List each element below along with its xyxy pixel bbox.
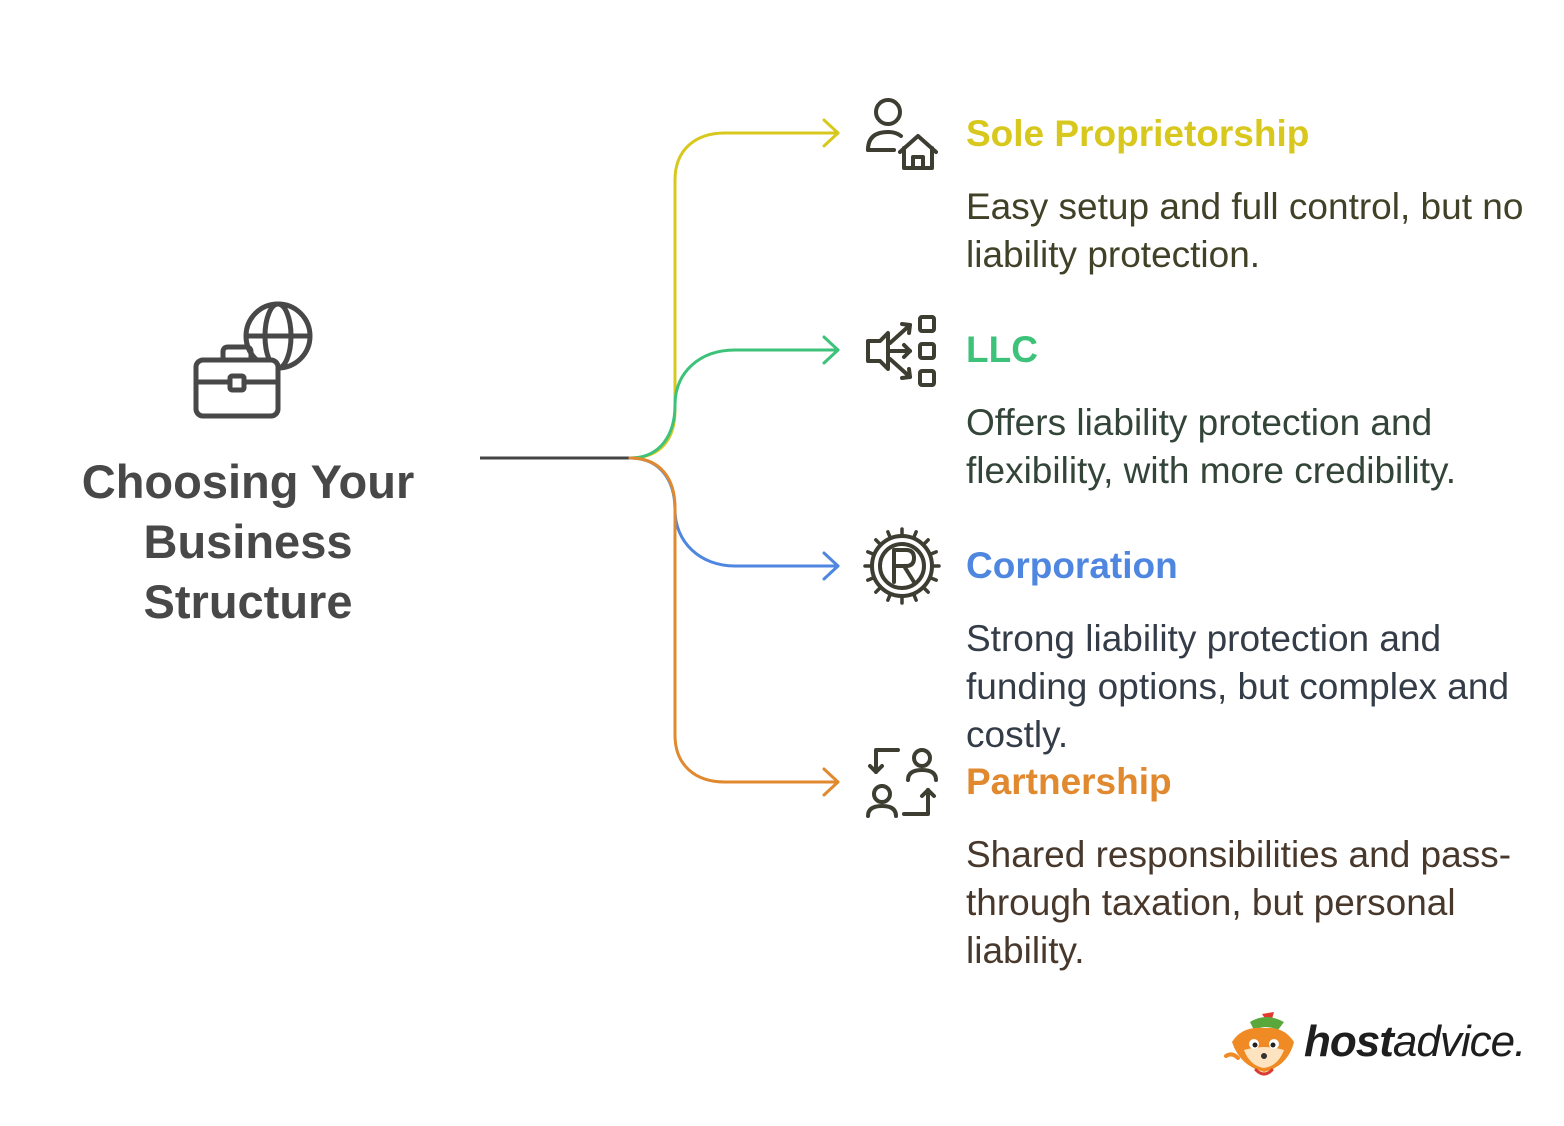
distribution-network-icon	[866, 315, 936, 387]
diagram-title: Choosing Your Business Structure	[60, 452, 436, 632]
branch-title-partnership: Partnership	[966, 761, 1172, 802]
branch-desc-llc: Offers liability protection and flexibil…	[966, 402, 1457, 491]
title-line-1: Choosing Your	[81, 455, 415, 508]
title-line-2: Business	[143, 515, 353, 568]
briefcase-globe-icon	[193, 301, 313, 419]
arrowhead-corporation	[822, 551, 840, 581]
branch-title-llc: LLC	[966, 329, 1038, 370]
registered-gear-icon	[863, 527, 941, 605]
branch-desc-sole-proprietorship: Easy setup and full control, but no liab…	[966, 186, 1524, 275]
branch-desc-partnership: Shared responsibilities and pass-through…	[966, 834, 1512, 971]
logo-wordmark: hostadvice.	[1304, 1016, 1526, 1068]
branch-line-corporation	[628, 456, 840, 568]
branch-line-sole-proprietorship	[628, 131, 840, 460]
branch-title-sole-proprietorship: Sole Proprietorship	[966, 113, 1310, 154]
logo-text-advice: advice.	[1392, 1017, 1526, 1066]
partner-exchange-icon	[866, 748, 938, 818]
branch-line-partnership	[628, 456, 840, 784]
branch-line-llc	[628, 348, 840, 460]
fox-mascot-icon	[1224, 1012, 1294, 1076]
hostadvice-logo: hostadvice.	[1222, 1008, 1542, 1078]
arrowhead-partnership	[822, 767, 840, 797]
arrowhead-sole-proprietorship	[822, 118, 840, 148]
branch-desc-corporation: Strong liability protection and funding …	[966, 618, 1510, 755]
arrowhead-llc	[822, 335, 840, 365]
branch-title-corporation: Corporation	[966, 545, 1178, 586]
logo-text-host: host	[1304, 1017, 1394, 1066]
person-home-icon	[866, 98, 938, 170]
title-line-3: Structure	[143, 575, 353, 628]
